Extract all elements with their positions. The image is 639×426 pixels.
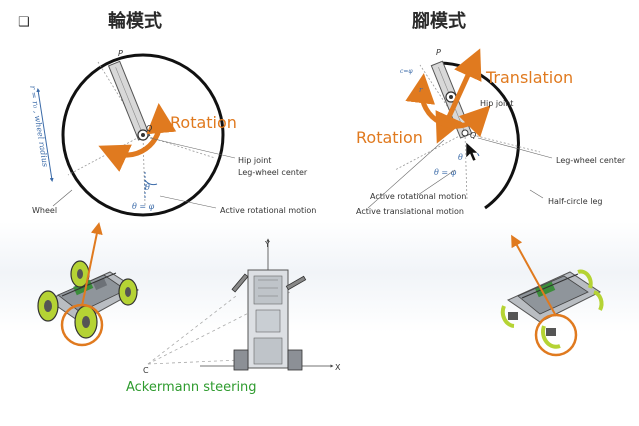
- r-label: r: [419, 86, 423, 94]
- leg-diagram: Translation Rotation P Q c=φ r Hip joint…: [356, 48, 626, 216]
- axis-y-label: Y: [264, 240, 270, 249]
- translation-label: Translation: [485, 68, 573, 87]
- cursor-icon: [465, 141, 479, 162]
- bullet-icon: ❑: [18, 15, 30, 30]
- leg-point-p-label: P: [436, 48, 441, 57]
- rotation-arrow-icon: [98, 103, 177, 172]
- point-q-label: Q: [146, 124, 152, 133]
- ackermann-steering-label: Ackermann steering: [126, 380, 257, 395]
- leg-rotation-label: Rotation: [356, 128, 423, 147]
- leg-bar: [107, 60, 151, 141]
- hip-joint-label: Hip joint: [238, 156, 271, 165]
- leg-hip-joint-label: Hip joint: [480, 99, 513, 108]
- leg-wheel-center-label-2: Leg-wheel center: [556, 156, 626, 165]
- center-c-label: C: [143, 366, 149, 375]
- rotation-label: Rotation: [170, 113, 237, 132]
- c-label: c=φ: [400, 68, 413, 75]
- leg-theta-equation: θ = φ: [434, 168, 457, 177]
- leg-theta-symbol: θ: [458, 153, 463, 162]
- radius-label: r = r₀ , wheel radius: [28, 85, 50, 168]
- axis-x-label: X: [335, 363, 341, 372]
- half-circle-leg-label: Half-circle leg: [548, 197, 602, 206]
- robot-leg-mode-image: [500, 234, 604, 357]
- leg-active-translational-label: Active translational motion: [356, 207, 464, 216]
- theta-equation: θ = φ: [132, 202, 155, 211]
- orange-arrow-icon-2: [511, 234, 557, 317]
- wheel-diagram: r = r₀ , wheel radius P Q Rotation θ θ =…: [28, 49, 316, 217]
- leg-point-q-label: Q: [470, 131, 476, 140]
- point-p-label: P: [118, 49, 123, 58]
- theta-symbol: θ: [145, 183, 150, 192]
- leg-mode-title: 腳模式: [412, 10, 466, 32]
- wheel-active-rotational-label: Active rotational motion: [220, 206, 316, 215]
- ackermann-steering: Y X C Ackermann steering: [126, 238, 341, 395]
- wheel-label: Wheel: [32, 206, 57, 215]
- orange-arrow-icon: [81, 222, 103, 307]
- rotation-arrow-icon-2: [405, 73, 491, 138]
- wheel-mode-title: 輪模式: [108, 10, 162, 32]
- radius-dimension: [36, 88, 54, 182]
- leg-wheel-center-label: Leg-wheel center: [238, 168, 308, 177]
- wheel-circle: [61, 53, 225, 217]
- leg-active-rotational-label: Active rotational motion: [370, 192, 466, 201]
- robot-wheel-mode-image: [37, 222, 139, 347]
